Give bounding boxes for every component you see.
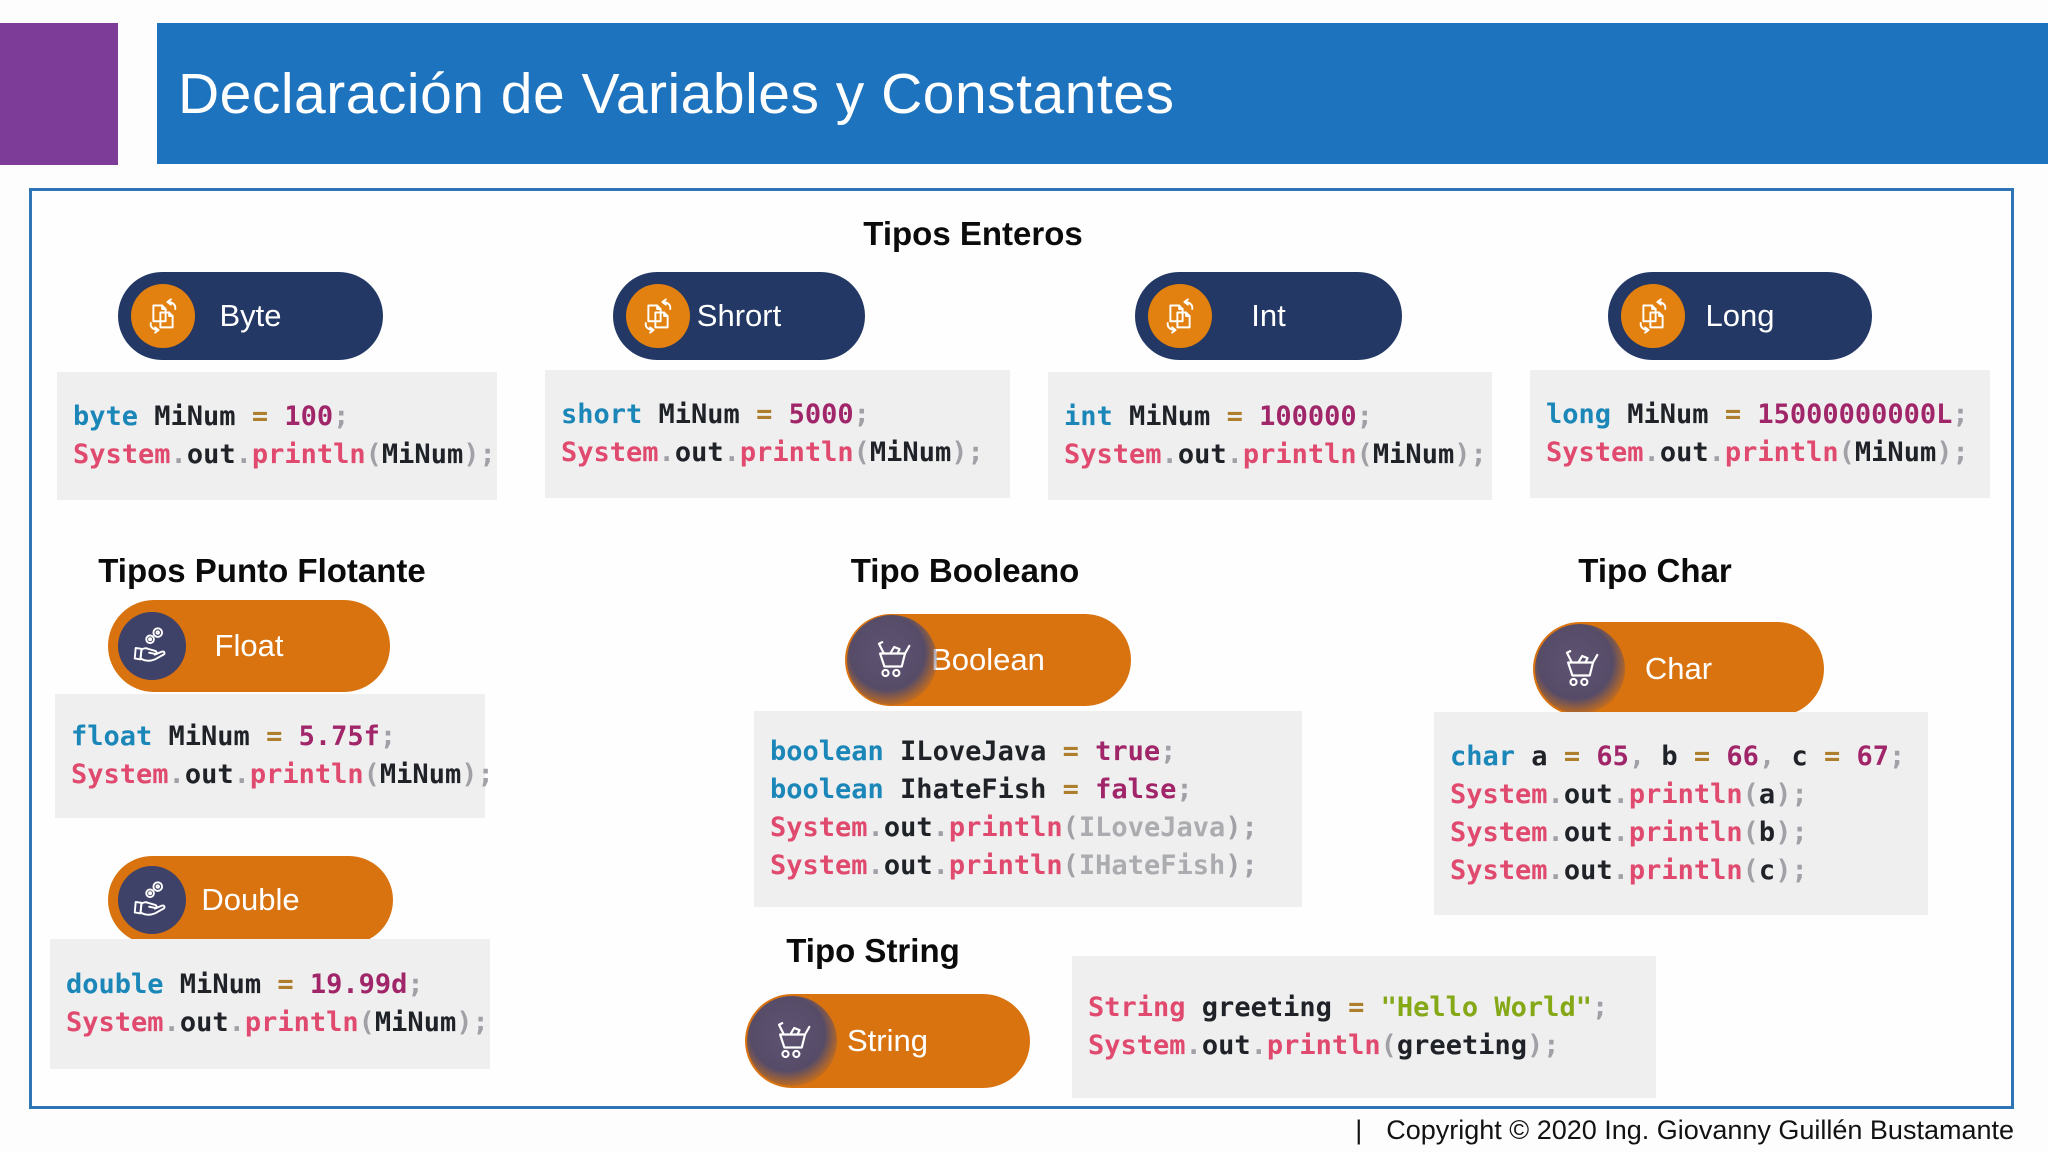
type-pill-label: Shrort	[696, 298, 782, 333]
type-pill-label: Byte	[219, 298, 282, 333]
type-pill-label: String	[847, 1023, 928, 1058]
type-pill-boolean: Boolean	[845, 614, 1131, 706]
type-pill-long: Long	[1608, 272, 1872, 360]
purple-accent-block	[0, 23, 118, 165]
type-pill-int: Int	[1135, 272, 1402, 360]
type-pill-float: Float	[108, 600, 390, 692]
title-bar: Declaración de Variables y Constantes	[157, 23, 2048, 164]
code-block-double: double MiNum = 19.99d;System.out.println…	[50, 939, 490, 1069]
type-pill-label: Long	[1705, 298, 1775, 333]
hand-coin-icon	[118, 612, 186, 680]
type-pill-label: Char	[1644, 651, 1713, 686]
section-title-char: Tipo Char	[1578, 552, 1732, 589]
code-block-short: short MiNum = 5000;System.out.println(Mi…	[545, 370, 1010, 498]
type-pill-label: Boolean	[931, 642, 1045, 677]
type-pill-char: Char	[1533, 622, 1824, 716]
cart-icon	[847, 615, 937, 705]
code-block-boolean: boolean ILoveJava = true;boolean IhateFi…	[754, 711, 1302, 907]
copyright-footer: | Copyright © 2020 Ing. Giovanny Guillén…	[1355, 1115, 2014, 1146]
type-pill-label: Int	[1251, 298, 1286, 333]
code-block-long: long MiNum = 15000000000L;System.out.pri…	[1530, 370, 1990, 498]
section-title-string: Tipo String	[786, 932, 960, 969]
section-title-booleano: Tipo Booleano	[850, 552, 1080, 589]
code-block-string: String greeting = "Hello World";System.o…	[1072, 956, 1656, 1098]
copy-pages-icon	[131, 284, 195, 348]
type-pill-double: Double	[108, 856, 393, 944]
hand-coin-icon	[118, 866, 186, 934]
type-pill-label: Float	[214, 628, 284, 663]
code-block-float: float MiNum = 5.75f;System.out.println(M…	[55, 694, 494, 818]
type-pill-byte: Byte	[118, 272, 383, 360]
type-pill-short: Shrort	[613, 272, 865, 360]
type-pill-string: String	[745, 994, 1030, 1088]
code-block-char: char a = 65, b = 66, c = 67;System.out.p…	[1434, 712, 1928, 915]
cart-icon	[1535, 624, 1625, 714]
copy-pages-icon	[1621, 284, 1685, 348]
code-block-int: int MiNum = 100000;System.out.println(Mi…	[1048, 372, 1492, 500]
copyright-text: Copyright © 2020 Ing. Giovanny Guillén B…	[1386, 1115, 2014, 1145]
code-block-byte: byte MiNum = 100;System.out.println(MiNu…	[57, 372, 497, 500]
section-title-tipos-enteros: Tipos Enteros	[863, 215, 1083, 252]
copy-pages-icon	[626, 284, 690, 348]
copy-pages-icon	[1148, 284, 1212, 348]
cart-icon	[747, 996, 837, 1086]
footer-divider: |	[1355, 1115, 1363, 1145]
slide-title: Declaración de Variables y Constantes	[178, 61, 1175, 126]
type-pill-label: Double	[201, 882, 300, 917]
section-title-punto-flotante: Tipos Punto Flotante	[98, 552, 426, 589]
